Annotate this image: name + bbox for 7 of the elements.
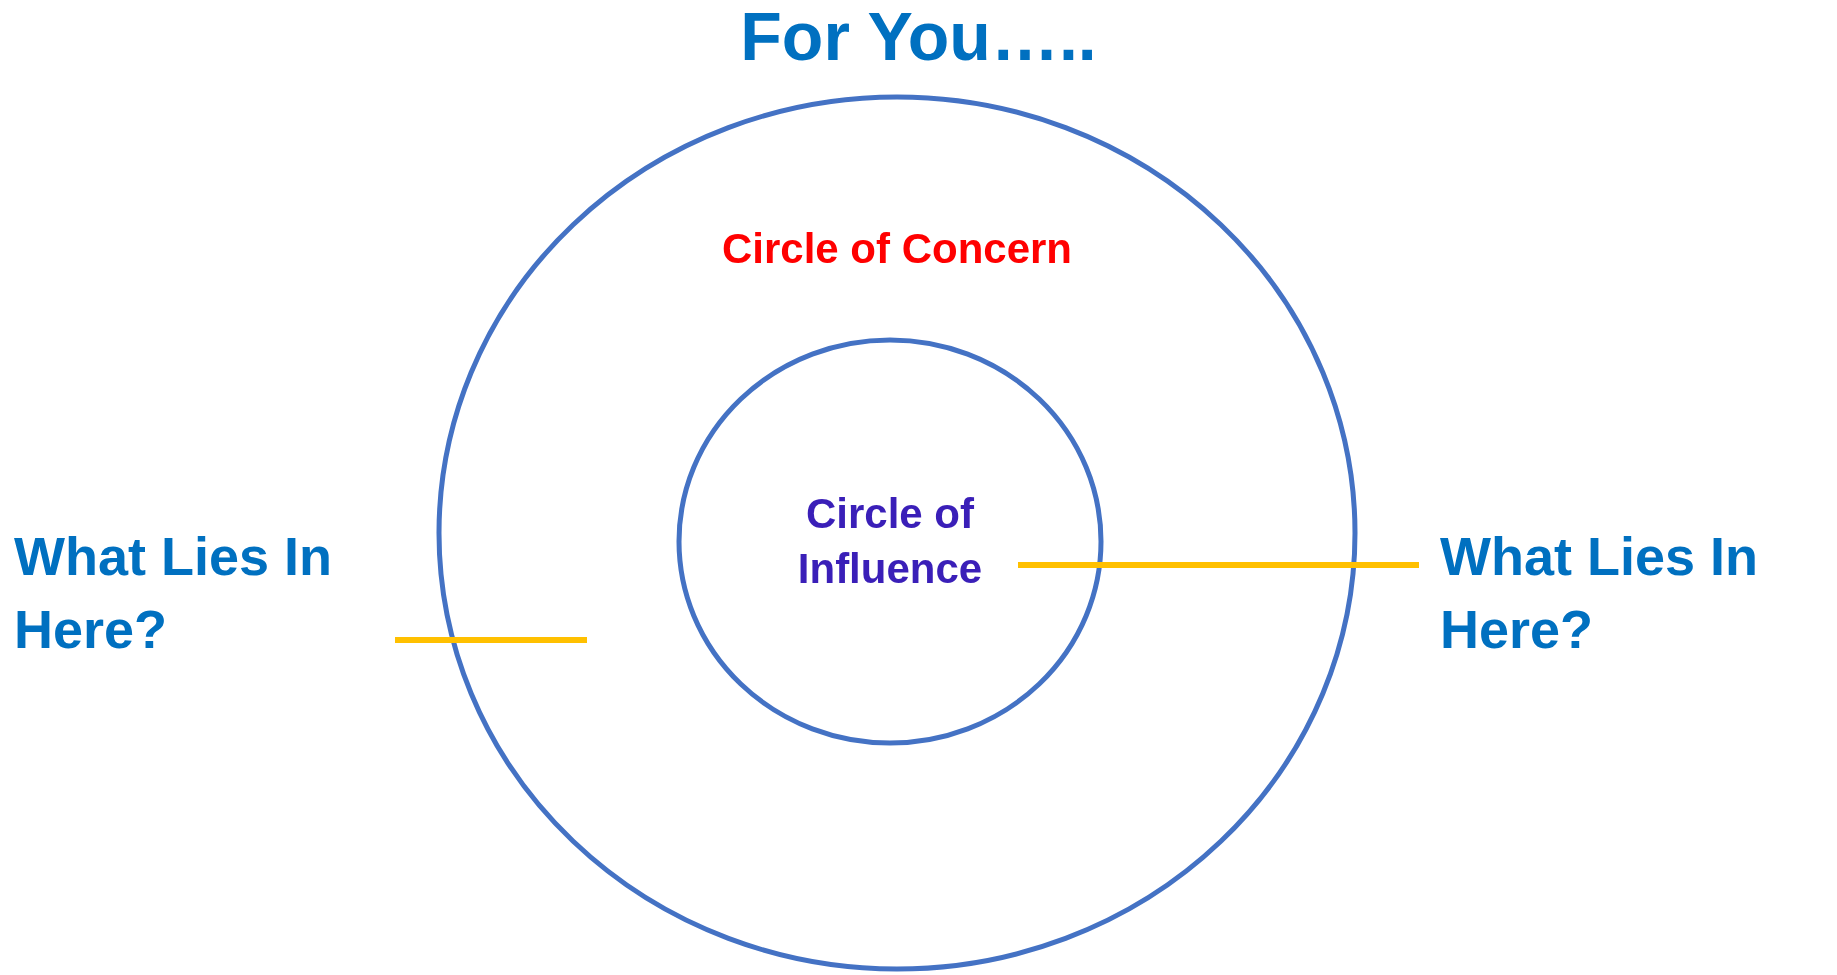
question-text: What Lies In Here? xyxy=(1440,525,1759,661)
title: For You….. xyxy=(740,2,1097,70)
leader-line xyxy=(1018,562,1419,568)
leader-line xyxy=(395,637,587,643)
question-text: What Lies In Here? xyxy=(14,525,333,661)
circle-label: Circle of Concern xyxy=(720,224,1074,274)
circle-label: Circle of Influence xyxy=(796,489,984,594)
